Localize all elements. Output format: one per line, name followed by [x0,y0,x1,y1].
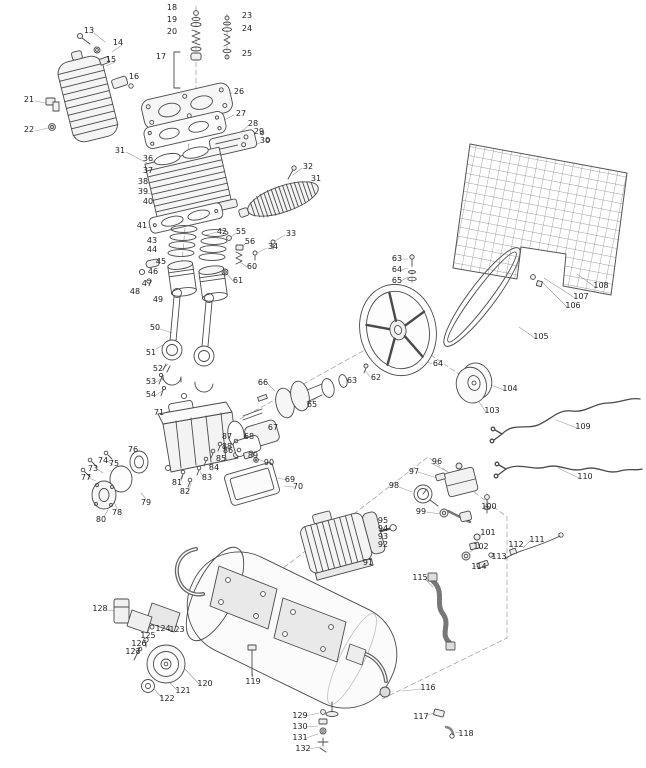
flywheel [359,283,437,377]
motor-pulley [455,362,493,404]
bearing-covers [80,450,149,510]
tank-handle [174,547,388,683]
head-gasket [143,111,227,149]
drain-valve-parts [317,709,329,753]
muffler-bolts [252,165,297,261]
piston-rings [167,225,229,261]
wheel [141,644,257,693]
valve-plate [208,129,258,157]
braided-hose [427,572,456,651]
valve-screw [259,130,265,136]
pressure-switch-assembly [413,462,494,569]
crankcase-cover [224,419,280,506]
flywheel-bolt-stack [407,254,417,282]
valve-hardware-stack [173,10,232,89]
pistons [138,258,228,302]
belt-guard-grille [452,143,628,296]
crankcase [157,401,245,473]
outlet-pipe [504,532,564,560]
cylinder-head [141,82,233,130]
pressure-switch-cord [493,461,643,479]
electric-motor [300,510,397,581]
intake-muffler [238,181,319,218]
aftercooler-finned-tank [57,50,119,143]
crankshaft [242,363,369,421]
connecting-rods [158,288,215,397]
tank-fittings [433,708,455,739]
foot-brackets [113,598,181,661]
valve-screw [265,137,271,143]
tank-foot [325,701,339,717]
power-cord [489,397,641,444]
crankcase-bolts [180,441,223,488]
aftercooler-fittings [45,32,134,131]
unloader-parts [221,235,244,276]
tank-mount-plates [209,565,347,663]
